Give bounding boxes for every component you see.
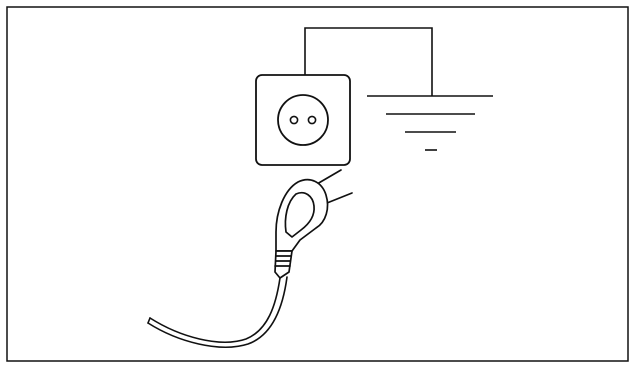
power-plug-icon xyxy=(274,169,353,279)
wall-socket-icon xyxy=(255,74,351,166)
power-cord xyxy=(147,276,288,348)
diagram-border xyxy=(6,6,629,362)
ground-wire xyxy=(304,27,433,96)
ground-symbol-icon xyxy=(367,95,493,151)
